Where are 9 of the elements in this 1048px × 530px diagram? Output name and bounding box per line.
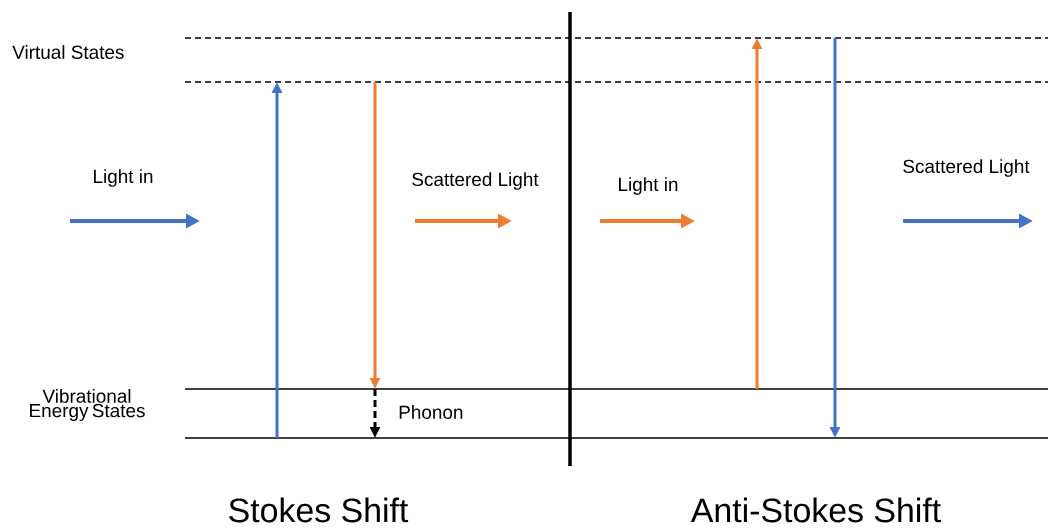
beam-label: Scattered Light [903,159,1030,177]
beam-label: Light in [94,169,153,187]
state-label: Virtual States [12,45,124,59]
panel-title: Anti-Stokes Shift [690,497,941,523]
beam-label: Light in [619,177,678,195]
panel-title: Stokes Shift [229,497,409,523]
state-label: Vibrational Energy States [30,388,145,421]
phonon-label: Phonon [399,405,463,419]
beam-label: Scattered Light [412,172,539,190]
